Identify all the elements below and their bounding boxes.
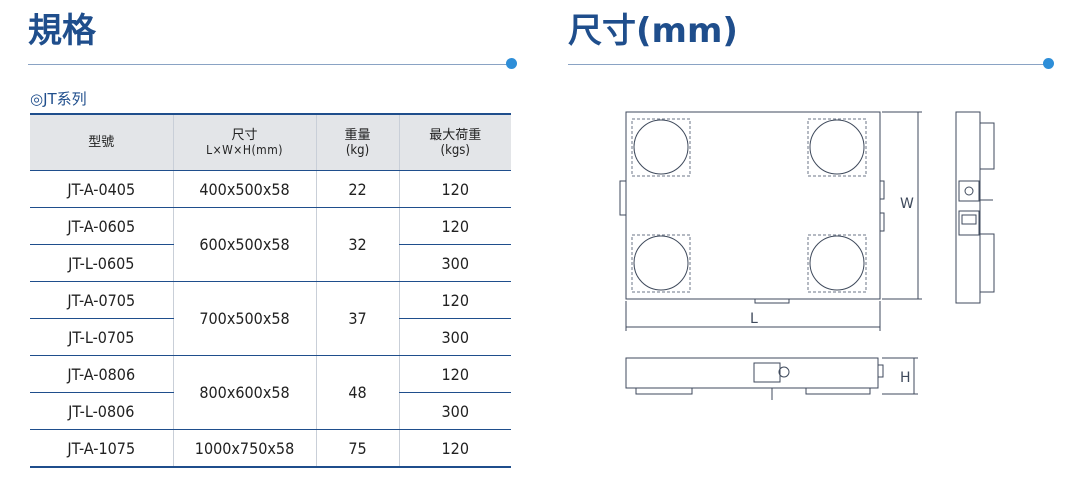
max-load-cell: 120 [398,281,511,319]
table-row: JT-A-0605 600x500x58 32 120 [30,207,511,282]
model-cell: JT-L-0806 [30,392,173,430]
front-caster-right [805,387,871,395]
header-weight: 重量(kg) [315,113,399,171]
model-cell: JT-A-0806 [30,355,173,393]
control-panel-box [958,210,980,236]
front-caster-left [635,387,693,395]
header-max-load: 最大荷重(kgs) [398,113,511,171]
caster-frame-br [807,234,867,293]
platform-outline [625,111,881,300]
dimension-title-rule [568,64,1050,65]
header-size-unit: L×W×H(mm) [206,142,283,157]
control-display [961,214,977,225]
spec-title-rule [28,64,511,65]
header-model: 型號 [30,113,173,171]
weight-cell: 32 [315,207,399,282]
weight-cell: 22 [315,170,399,208]
side-caster-lower [979,233,995,293]
table-row: JT-A-0806 800x600x58 48 120 [30,355,511,430]
model-cell: JT-A-0605 [30,207,173,245]
weight-cell: 37 [315,281,399,356]
spec-title: 規格 [28,11,96,51]
caster-frame-tl [631,118,691,177]
max-load-cell: 120 [398,207,511,245]
model-cell: JT-L-0705 [30,318,173,356]
header-max-load-unit: (kgs) [440,142,470,158]
header-weight-unit: (kg) [345,142,370,158]
table-row: JT-A-0405 400x500x58 22 120 [30,170,511,208]
size-cell: 700x500x58 [172,281,316,356]
control-knob-box [958,180,980,202]
size-cell: 800x600x58 [172,355,316,430]
size-cell: 1000x750x58 [172,429,316,468]
max-load-cell: 120 [398,355,511,393]
caster-frame-tr [807,118,867,177]
model-cell: JT-A-1075 [30,429,173,468]
spec-title-dot [506,58,517,69]
dimension-label-w: W [900,196,914,212]
model-cell: JT-L-0605 [30,244,173,282]
dimension-label-l: L [750,311,758,327]
front-view: H [625,357,918,400]
dimension-label-h: H [900,370,911,386]
dimension-title-dot [1043,58,1054,69]
caster-wheel-tr [809,119,865,175]
caster-wheel-tl [633,119,689,175]
max-load-cell: 120 [398,170,511,208]
dimension-title: 尺寸(mm) [568,11,738,51]
caster-wheel-bl [633,235,689,291]
max-load-cell: 120 [398,429,511,468]
max-load-cell: 300 [398,244,511,282]
max-load-cell: 300 [398,392,511,430]
front-control-panel [753,362,781,383]
size-cell: 600x500x58 [172,207,316,282]
table-row: JT-A-1075 1000x750x58 75 120 [30,429,511,468]
size-cell: 400x500x58 [172,170,316,208]
side-view-body [955,111,981,304]
max-load-cell: 300 [398,318,511,356]
table-row: JT-L-0605 300 [30,244,511,282]
model-cell: JT-A-0405 [30,170,173,208]
side-caster-upper [979,122,995,170]
front-tab [754,298,790,304]
caster-frame-bl [631,234,691,293]
table-row: JT-A-0705 700x500x58 37 120 [30,281,511,356]
weight-cell: 75 [315,429,399,468]
front-view-body [625,357,879,389]
weight-cell: 48 [315,355,399,430]
dimension-drawing: W L H [619,111,995,400]
front-connector [877,364,884,378]
top-view: W L [619,111,922,331]
side-view [955,111,995,304]
model-cell: JT-A-0705 [30,281,173,319]
connector-lower [879,212,885,232]
side-handle [619,180,627,216]
series-label: ◎JT系列 [30,90,87,108]
table-row: JT-L-0806 300 [30,392,511,430]
caster-wheel-br [809,235,865,291]
table-row: JT-L-0705 300 [30,318,511,356]
connector-upper [879,180,885,200]
control-knob [964,186,974,196]
front-control-knob [778,366,790,378]
